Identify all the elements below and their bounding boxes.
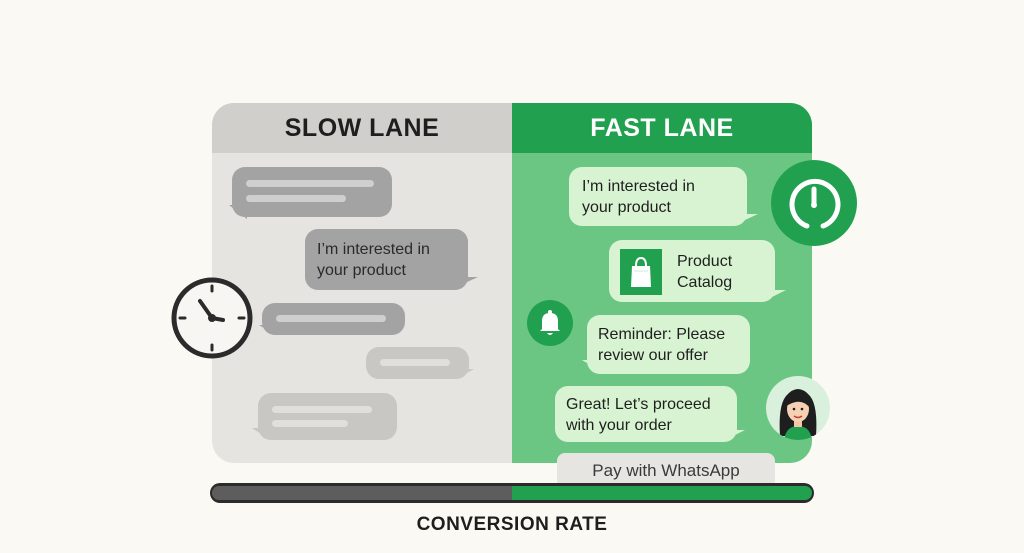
reminder-line-1: Reminder: Please [598, 326, 726, 343]
slow-lane-header: SLOW LANE [212, 103, 512, 153]
conversion-bar-fast [512, 486, 812, 500]
customer-avatar-icon [779, 389, 817, 440]
fast-message-bubble: I’m interested in your product [569, 167, 747, 226]
clock-icon [171, 277, 253, 359]
speedometer-icon [789, 179, 841, 229]
bell-icon-wrap [527, 300, 573, 346]
customer-avatar [766, 376, 830, 440]
conversion-rate-label: CONVERSION RATE [416, 514, 608, 535]
slow-message-line-1: I’m interested in [317, 241, 430, 258]
conversion-bar-slow [212, 486, 512, 500]
fast-message-line-1: I’m interested in [582, 178, 695, 195]
proceed-line-2: with your order [566, 417, 672, 434]
pay-with-whatsapp-button[interactable]: Pay with WhatsApp [557, 453, 775, 488]
proceed-line-1: Great! Let’s proceed [566, 396, 711, 413]
slow-lane-title: SLOW LANE [284, 113, 440, 142]
proceed-bubble: Great! Let’s proceed with your order [555, 386, 737, 442]
placeholder-bubble-3 [366, 347, 469, 379]
slow-message-bubble: I’m interested in your product [305, 229, 468, 290]
product-catalog-bubble[interactable]: Product Catalog [609, 240, 775, 302]
reminder-line-2: review our offer [598, 347, 708, 364]
fast-lane-title: FAST LANE [590, 113, 734, 142]
reminder-bubble: Reminder: Please review our offer [587, 315, 750, 374]
catalog-line-2: Catalog [677, 274, 733, 291]
placeholder-bubble-1 [232, 167, 392, 217]
placeholder-bubble-4 [258, 393, 397, 440]
speedometer-icon-wrap [771, 160, 857, 246]
slow-message-line-2: your product [317, 262, 406, 279]
fast-message-line-2: your product [582, 199, 671, 216]
conversion-bar [210, 483, 814, 503]
shopping-bag-icon [620, 249, 662, 295]
bell-icon [540, 310, 560, 335]
placeholder-bubble-2 [262, 303, 405, 335]
catalog-line-1: Product [677, 253, 733, 270]
fast-lane-header: FAST LANE [512, 103, 812, 153]
